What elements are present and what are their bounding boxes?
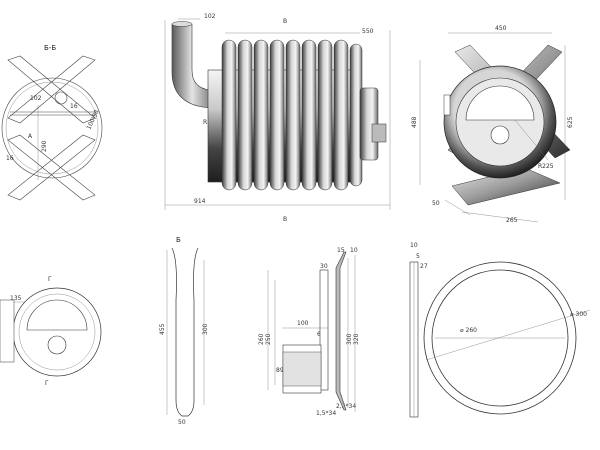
chimney-opening [171, 21, 193, 27]
section-label-b: Б [176, 236, 181, 244]
tube-4 [269, 39, 285, 191]
dim-488: 488 [411, 116, 418, 128]
blower-damper [282, 351, 322, 387]
dim-625: 625 [567, 116, 574, 128]
dim-455: 455 [159, 323, 166, 335]
pipe-cross-a [7, 55, 96, 124]
door-flange [319, 269, 329, 391]
pipe-cross-d [7, 134, 96, 201]
flue-hole [54, 91, 68, 105]
section-b-view: Б 455 300 50 [159, 236, 209, 426]
front-blower-hole [490, 125, 510, 145]
door-inner-circle [18, 293, 96, 371]
dim-line-265 [461, 211, 539, 223]
dim-914: 914 [194, 198, 206, 205]
dim-16b: 16 [6, 155, 14, 162]
ring-profile-view: 10 5 27 [409, 242, 428, 418]
dim-tbl: 1,5*34 [316, 410, 336, 417]
dim-6: 6 [317, 331, 321, 338]
pipe-cross-b [7, 55, 96, 124]
firebox-inner-circle [5, 81, 99, 175]
door-face-view: Г Г 135 [0, 276, 102, 387]
door-section-view: 15 10 30 100 260 250 6 89 80 57 300 320 … [258, 247, 360, 417]
firebox-outer-circle [1, 77, 103, 179]
dim-135: 135 [10, 295, 22, 302]
ring-diameter-line-300 [425, 309, 591, 361]
bent-pipe-profile [171, 247, 199, 417]
dim-10-door: 10 [350, 247, 358, 254]
dim-250: 250 [265, 333, 272, 345]
section-mark-g-top: Г [48, 276, 52, 283]
main-side-view: 102 550 914 В В R [164, 13, 391, 223]
dim-550: 550 [362, 28, 374, 35]
dim-450: 450 [495, 25, 507, 32]
dim-89: 89 [276, 367, 284, 374]
tube-7 [317, 39, 333, 191]
dim-10-ring: 10 [410, 242, 418, 249]
front-upper-vent [465, 85, 535, 121]
dim-a: A [28, 133, 33, 140]
hinge-top [443, 94, 451, 116]
dim-5: 5 [416, 253, 420, 260]
dim-30: 30 [320, 263, 328, 270]
dim-265: 265 [506, 217, 518, 224]
dim-102-main: 102 [204, 13, 216, 20]
door-vent [371, 123, 387, 143]
dim-16: 16 [70, 103, 78, 110]
tube-3 [253, 39, 269, 191]
dim-100: 100 [297, 320, 309, 327]
chimney-pipe [171, 23, 213, 109]
front-view: 450 488 625 R225 50 265 [411, 25, 574, 224]
door-blower-hole [47, 335, 67, 355]
dim-15: 15 [337, 247, 345, 254]
dim-290: 290 [41, 140, 48, 152]
dim-tbr: 2,5*34 [336, 403, 356, 410]
dim-50: 50 [432, 200, 440, 207]
radius-line [514, 119, 549, 161]
door-upper-vent [26, 299, 88, 331]
dim-d300: ⌀ 300 [570, 311, 587, 318]
section-label-bb: Б-Б [44, 44, 56, 52]
dim-27: 27 [420, 263, 428, 270]
dim-300-door: 300 [346, 333, 353, 345]
door-rim [335, 251, 347, 411]
tube-6 [301, 39, 317, 191]
dim-r225: R225 [538, 163, 554, 170]
tube-1 [221, 39, 237, 191]
tube-8 [333, 39, 349, 191]
dim-d260: ⌀ 260 [460, 327, 477, 334]
section-mark-top: В [283, 18, 287, 25]
heat-exchanger-tubes [221, 39, 363, 191]
dim-300-b: 300 [202, 323, 209, 335]
tube-2 [237, 39, 253, 191]
pipe-cross-c [7, 134, 96, 201]
dim-320: 320 [353, 333, 360, 345]
dim-102: 102 [30, 95, 42, 102]
dim-r: R [203, 119, 207, 126]
section-mark-bottom: В [283, 216, 287, 223]
door-hinge-bracket [0, 299, 15, 363]
section-view-bb: Б-Б 102 A 16 16 290 100\98 [1, 44, 103, 201]
dim-50-b: 50 [178, 419, 186, 426]
dim-260: 260 [258, 333, 265, 345]
section-mark-g-bottom: Г [45, 380, 49, 387]
ring-front-view: ⌀ 260 ⌀ 300 [423, 261, 591, 415]
tube-5 [285, 39, 301, 191]
